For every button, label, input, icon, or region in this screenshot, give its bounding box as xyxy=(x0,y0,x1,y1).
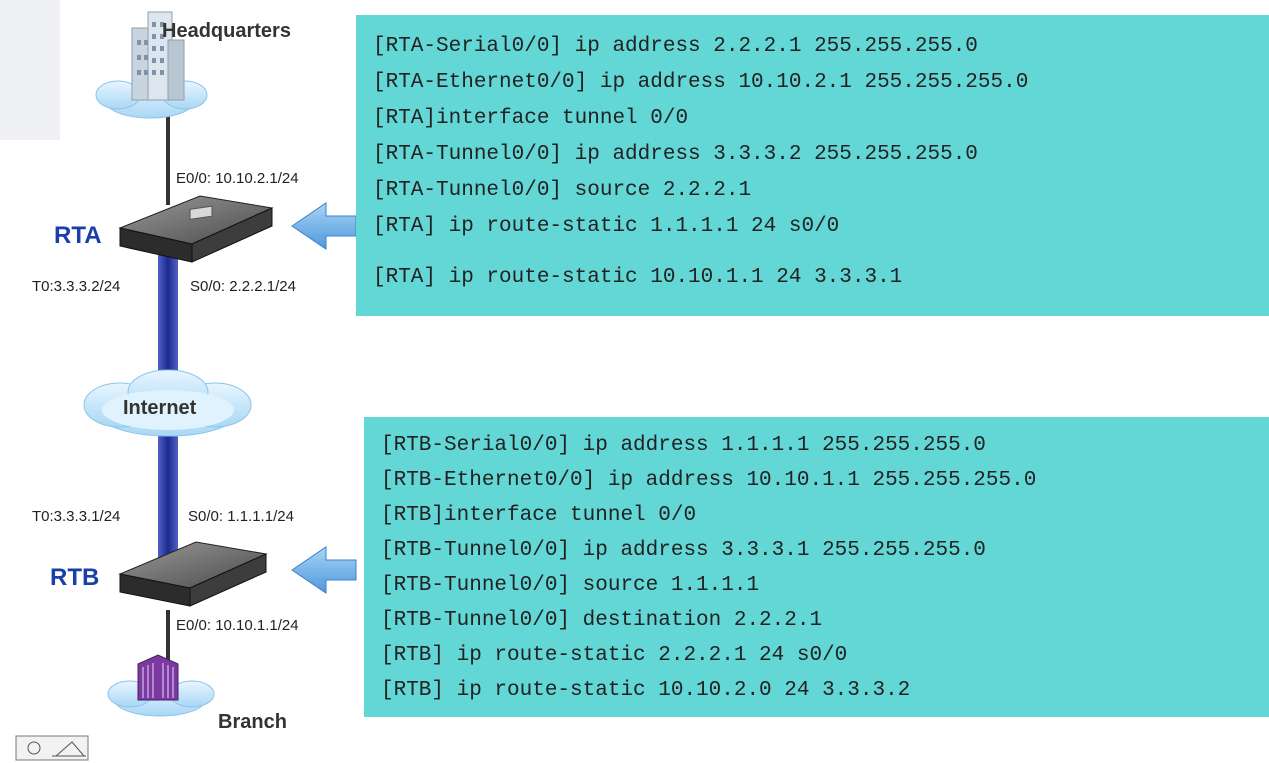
branch-cable xyxy=(166,610,170,670)
internet-label: Internet xyxy=(123,397,197,419)
hq-cable xyxy=(166,110,170,205)
rtb-label: RTB xyxy=(50,564,100,591)
rta-config-line: [RTA-Tunnel0/0] ip address 3.3.3.2 255.2… xyxy=(373,143,978,166)
rtb-s0-label: S0/0: 1.1.1.1/24 xyxy=(188,508,294,525)
rtb-config-line: [RTB-Tunnel0/0] destination 2.2.2.1 xyxy=(381,609,823,632)
headquarters-building-icon xyxy=(95,11,208,119)
rtb-config-line: [RTB-Tunnel0/0] source 1.1.1.1 xyxy=(381,574,760,597)
internet-cloud-icon xyxy=(83,369,252,437)
arrow-to-rta-icon xyxy=(291,202,357,250)
rtb-config-line: [RTB-Tunnel0/0] ip address 3.3.3.1 255.2… xyxy=(381,539,986,562)
rta-t0-label: T0:3.3.3.2/24 xyxy=(32,278,121,295)
rtb-router-icon xyxy=(118,541,268,607)
rta-config-line: [RTA] ip route-static 10.10.1.1 24 3.3.3… xyxy=(373,266,903,289)
rta-config-line: [RTA] ip route-static 1.1.1.1 24 s0/0 xyxy=(373,215,840,238)
arrow-to-rtb-icon xyxy=(291,546,357,594)
rta-config-line: [RTA-Serial0/0] ip address 2.2.2.1 255.2… xyxy=(373,35,978,58)
rtb-config-line: [RTB] ip route-static 10.10.2.0 24 3.3.3… xyxy=(381,679,911,702)
rta-config-line: [RTA-Tunnel0/0] source 2.2.2.1 xyxy=(373,179,752,202)
rta-config-line: [RTA]interface tunnel 0/0 xyxy=(373,107,689,130)
rta-config-panel: [RTA-Serial0/0] ip address 2.2.2.1 255.2… xyxy=(356,15,1269,316)
headquarters-label: Headquarters xyxy=(162,20,291,42)
branch-building-icon xyxy=(107,654,215,717)
tunnel-link-rta xyxy=(158,255,178,390)
rtb-config-line: [RTB-Serial0/0] ip address 1.1.1.1 255.2… xyxy=(381,434,986,457)
rta-config-line: [RTA-Ethernet0/0] ip address 10.10.2.1 2… xyxy=(373,71,1029,94)
rta-s0-label: S0/0: 2.2.2.1/24 xyxy=(190,278,296,295)
branch-label: Branch xyxy=(218,711,287,733)
rtb-e0-label: E0/0: 10.10.1.1/24 xyxy=(176,617,299,634)
rtb-config-line: [RTB] ip route-static 2.2.2.1 24 s0/0 xyxy=(381,644,848,667)
rta-label: RTA xyxy=(54,222,102,249)
rtb-config-line: [RTB]interface tunnel 0/0 xyxy=(381,504,697,527)
corner-shade xyxy=(0,0,60,140)
rta-router-icon xyxy=(118,195,274,263)
rta-e0-label: E0/0: 10.10.2.1/24 xyxy=(176,170,299,187)
rtb-t0-label: T0:3.3.3.1/24 xyxy=(32,508,121,525)
tunnel-link-rtb xyxy=(158,432,178,562)
rtb-config-line: [RTB-Ethernet0/0] ip address 10.10.1.1 2… xyxy=(381,469,1037,492)
rtb-config-panel: [RTB-Serial0/0] ip address 1.1.1.1 255.2… xyxy=(364,417,1269,717)
annotation-toolbar-icon[interactable] xyxy=(15,735,89,761)
